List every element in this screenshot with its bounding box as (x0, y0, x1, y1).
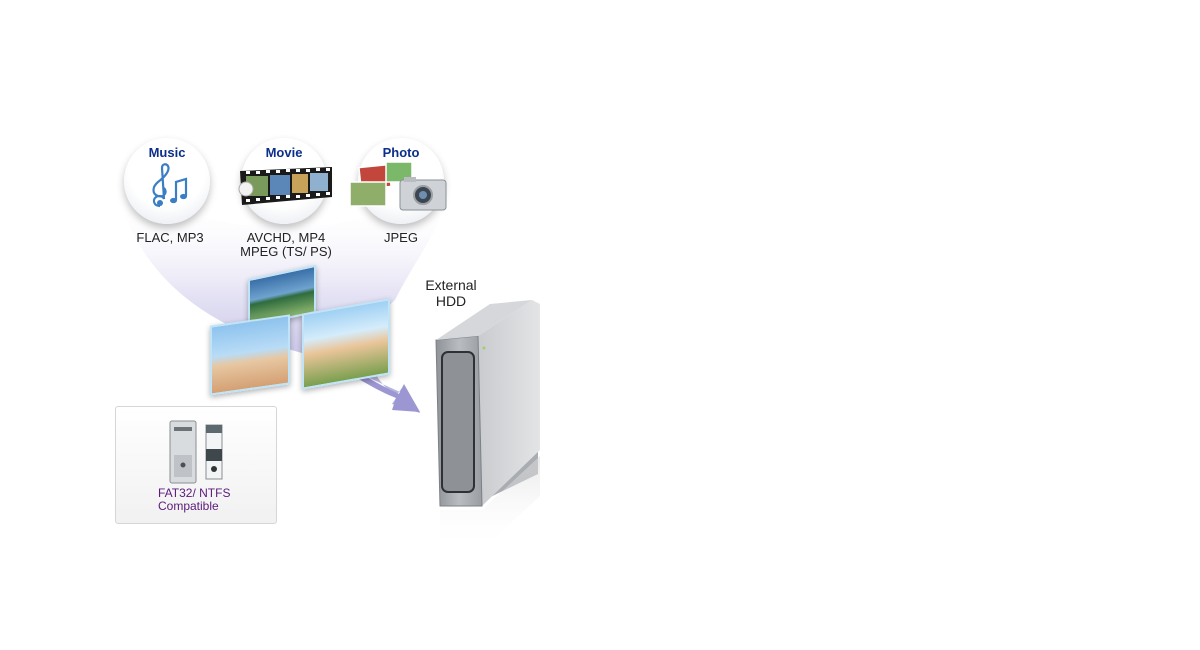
photo-formats: JPEG (384, 230, 418, 245)
music-title: Music (148, 145, 186, 160)
filesystem-compatibility-box: FAT32/ NTFS Compatible (115, 406, 277, 524)
music-note-icon (152, 163, 188, 208)
movie-formats: AVCHD, MP4 MPEG (TS/ PS) (240, 230, 332, 259)
music-formats: FLAC, MP3 (136, 230, 204, 245)
photo-thumbnail-couple (210, 314, 290, 396)
film-strip-icon (238, 167, 332, 205)
filesystem-label: FAT32/ NTFS Compatible (158, 486, 231, 513)
pc-tower-icon (169, 420, 223, 484)
photo-thumbnail-family (302, 298, 390, 390)
external-hdd-label: External HDD (425, 277, 477, 309)
music-circle: Music (124, 138, 210, 224)
external-hdd-icon (435, 300, 540, 550)
photo-title: Photo (382, 145, 420, 160)
camera-photos-icon (349, 161, 447, 211)
movie-title: Movie (265, 145, 303, 160)
